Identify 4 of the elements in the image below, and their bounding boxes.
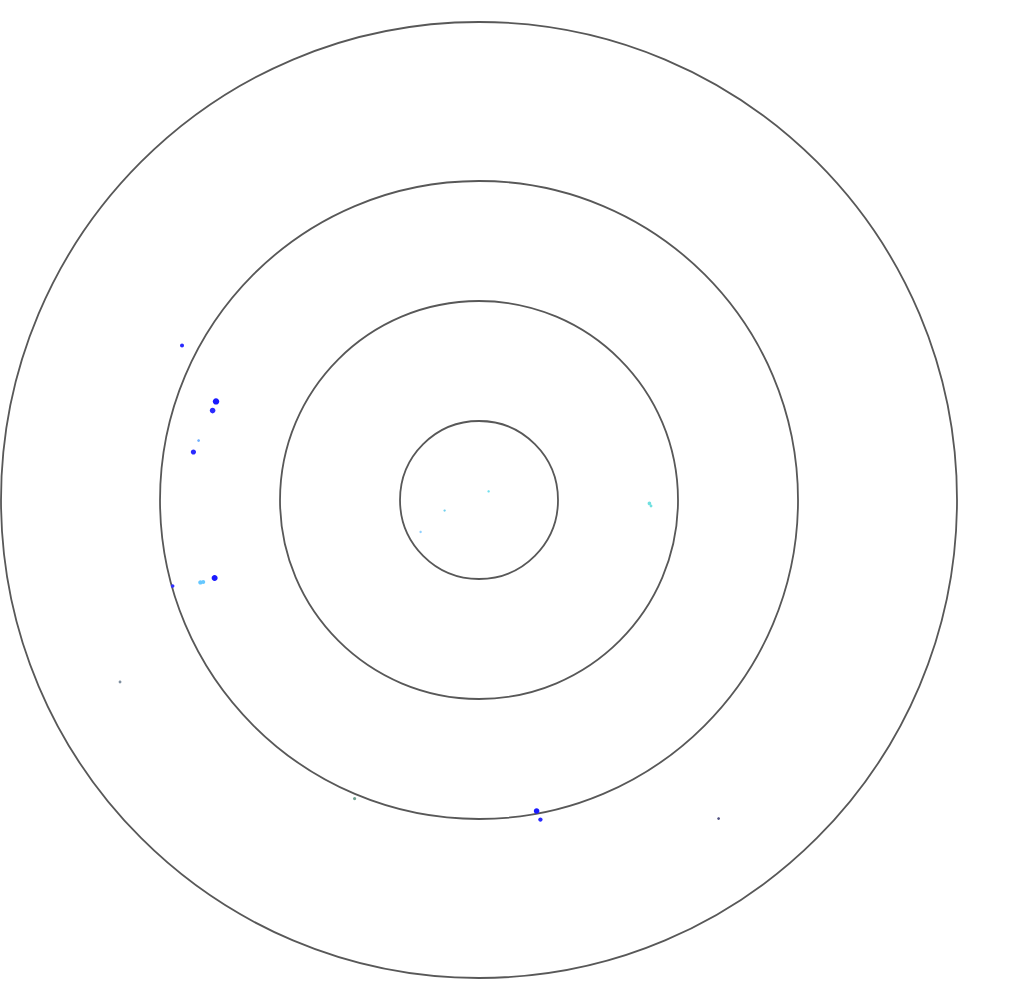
- ring: [399, 420, 559, 580]
- ring: [279, 300, 679, 700]
- ring: [0, 21, 958, 979]
- ring: [159, 180, 799, 820]
